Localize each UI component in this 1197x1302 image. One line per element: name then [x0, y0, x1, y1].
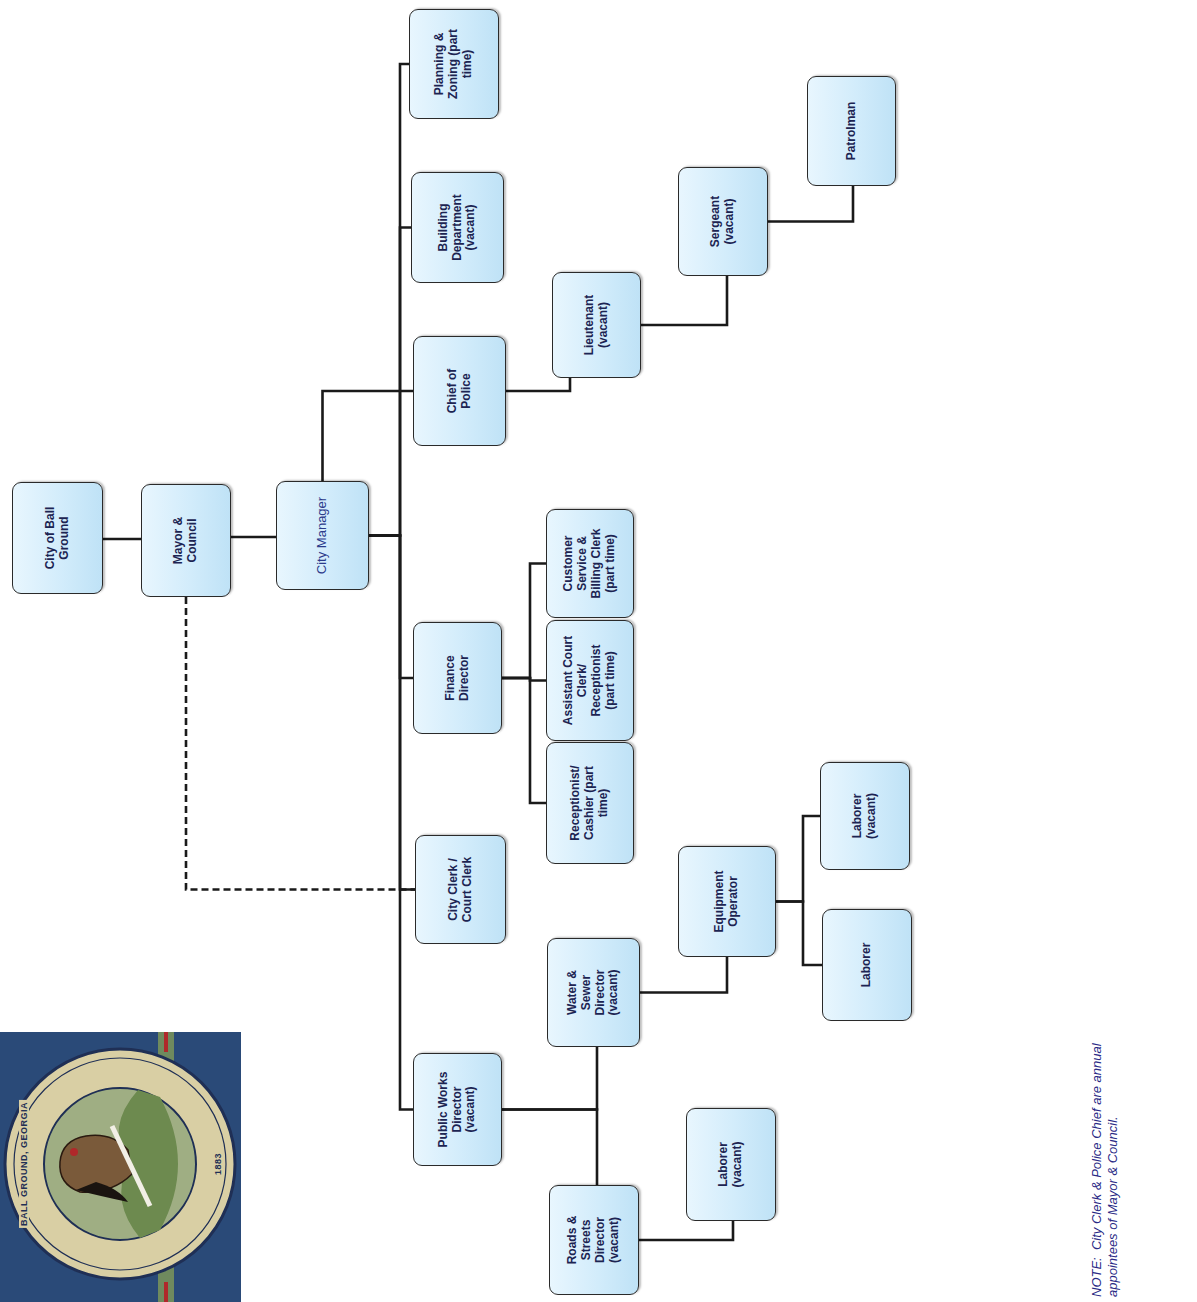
position-title: Finance Director [444, 636, 472, 720]
position-box: Receptionist/ Cashier (part time) [546, 742, 634, 864]
org-connector [369, 228, 411, 536]
position-title: Laborer (vacant) [851, 776, 879, 856]
position-title: Public Works Director (vacant) [437, 1067, 478, 1152]
position-box: City Manager [276, 481, 369, 590]
org-connector [502, 678, 546, 803]
position-title: Chief of Police [446, 350, 474, 432]
seal-ring-line [14, 1058, 226, 1270]
position-title: Equipment Operator [713, 860, 741, 943]
position-title: Building Department (vacant) [437, 186, 478, 269]
position-box: Laborer (vacant) [820, 762, 910, 870]
seal-ground [0, 1032, 241, 1302]
connectors [103, 64, 853, 1240]
seal-text: 1883 [213, 1151, 223, 1177]
position-box: Lieutenant (vacant) [552, 272, 641, 378]
footnote: NOTE: City Clerk & Police Chief are annu… [1089, 1029, 1120, 1297]
position-title: City of Ball Ground [44, 496, 72, 580]
seal-hair [76, 1182, 128, 1202]
org-connector [231, 536, 276, 539]
seal-text: BALL GROUND, GEORGIA [19, 1100, 29, 1228]
position-box: Assistant Court Clerk/ Receptionist (par… [546, 620, 634, 741]
position-title: Planning & Zoning (part time) [433, 23, 474, 105]
org-connector [502, 1110, 597, 1186]
position-box: Equipment Operator [678, 846, 776, 957]
position-title: City Manager [315, 497, 330, 574]
seal-band-mark [164, 1032, 168, 1052]
org-connector [103, 538, 141, 541]
org-connector [369, 536, 413, 679]
seal-ring [5, 1049, 235, 1279]
position-title: Mayor & Council [172, 498, 200, 583]
position-box: City Clerk / Court Clerk [415, 835, 506, 944]
org-connector [639, 1221, 733, 1240]
position-box: Sergeant (vacant) [678, 167, 768, 276]
position-title: Patrolman [845, 102, 859, 161]
seal-center [44, 1088, 196, 1240]
position-title: City Clerk / Court Clerk [447, 849, 475, 930]
position-box: Water & Sewer Director (vacant) [547, 938, 640, 1047]
org-connector [502, 1047, 597, 1110]
seal-stick [112, 1126, 150, 1206]
position-box: Public Works Director (vacant) [413, 1053, 502, 1166]
seal-band-mark [164, 1282, 168, 1302]
position-box: Laborer [822, 909, 912, 1021]
position-title: Water & Sewer Director (vacant) [566, 952, 621, 1033]
org-connector [776, 816, 820, 902]
position-box: Building Department (vacant) [411, 172, 504, 283]
dashed-connector [186, 597, 415, 890]
org-connector [640, 957, 727, 993]
position-title: Customer Service & Billing Clerk (part t… [562, 523, 617, 604]
org-connector [369, 536, 413, 1110]
position-box: City of Ball Ground [12, 482, 103, 594]
org-connector [776, 902, 822, 966]
org-connector [369, 536, 415, 890]
org-connector [768, 186, 853, 222]
position-box: Finance Director [413, 622, 502, 734]
position-box: Patrolman [807, 76, 896, 186]
org-connector [502, 564, 546, 679]
org-connector [506, 378, 570, 391]
position-title: Laborer [860, 943, 874, 988]
position-title: Laborer (vacant) [717, 1122, 745, 1207]
org-connector [641, 276, 727, 325]
position-box: Customer Service & Billing Clerk (part t… [546, 509, 634, 618]
org-connector [369, 64, 409, 536]
position-box: Mayor & Council [141, 484, 231, 597]
position-box: Planning & Zoning (part time) [409, 9, 499, 119]
seal-feather [70, 1148, 78, 1156]
position-box: Roads & Streets Director (vacant) [549, 1185, 639, 1295]
city-seal [0, 1032, 241, 1302]
position-title: Assistant Court Clerk/ Receptionist (par… [562, 634, 617, 727]
position-title: Lieutenant (vacant) [583, 286, 611, 364]
position-title: Roads & Streets Director (vacant) [566, 1199, 621, 1281]
position-title: Receptionist/ Cashier (part time) [569, 756, 610, 850]
position-box: Chief of Police [413, 336, 506, 446]
position-title: Sergeant (vacant) [709, 181, 737, 262]
position-box: Laborer (vacant) [686, 1108, 776, 1221]
